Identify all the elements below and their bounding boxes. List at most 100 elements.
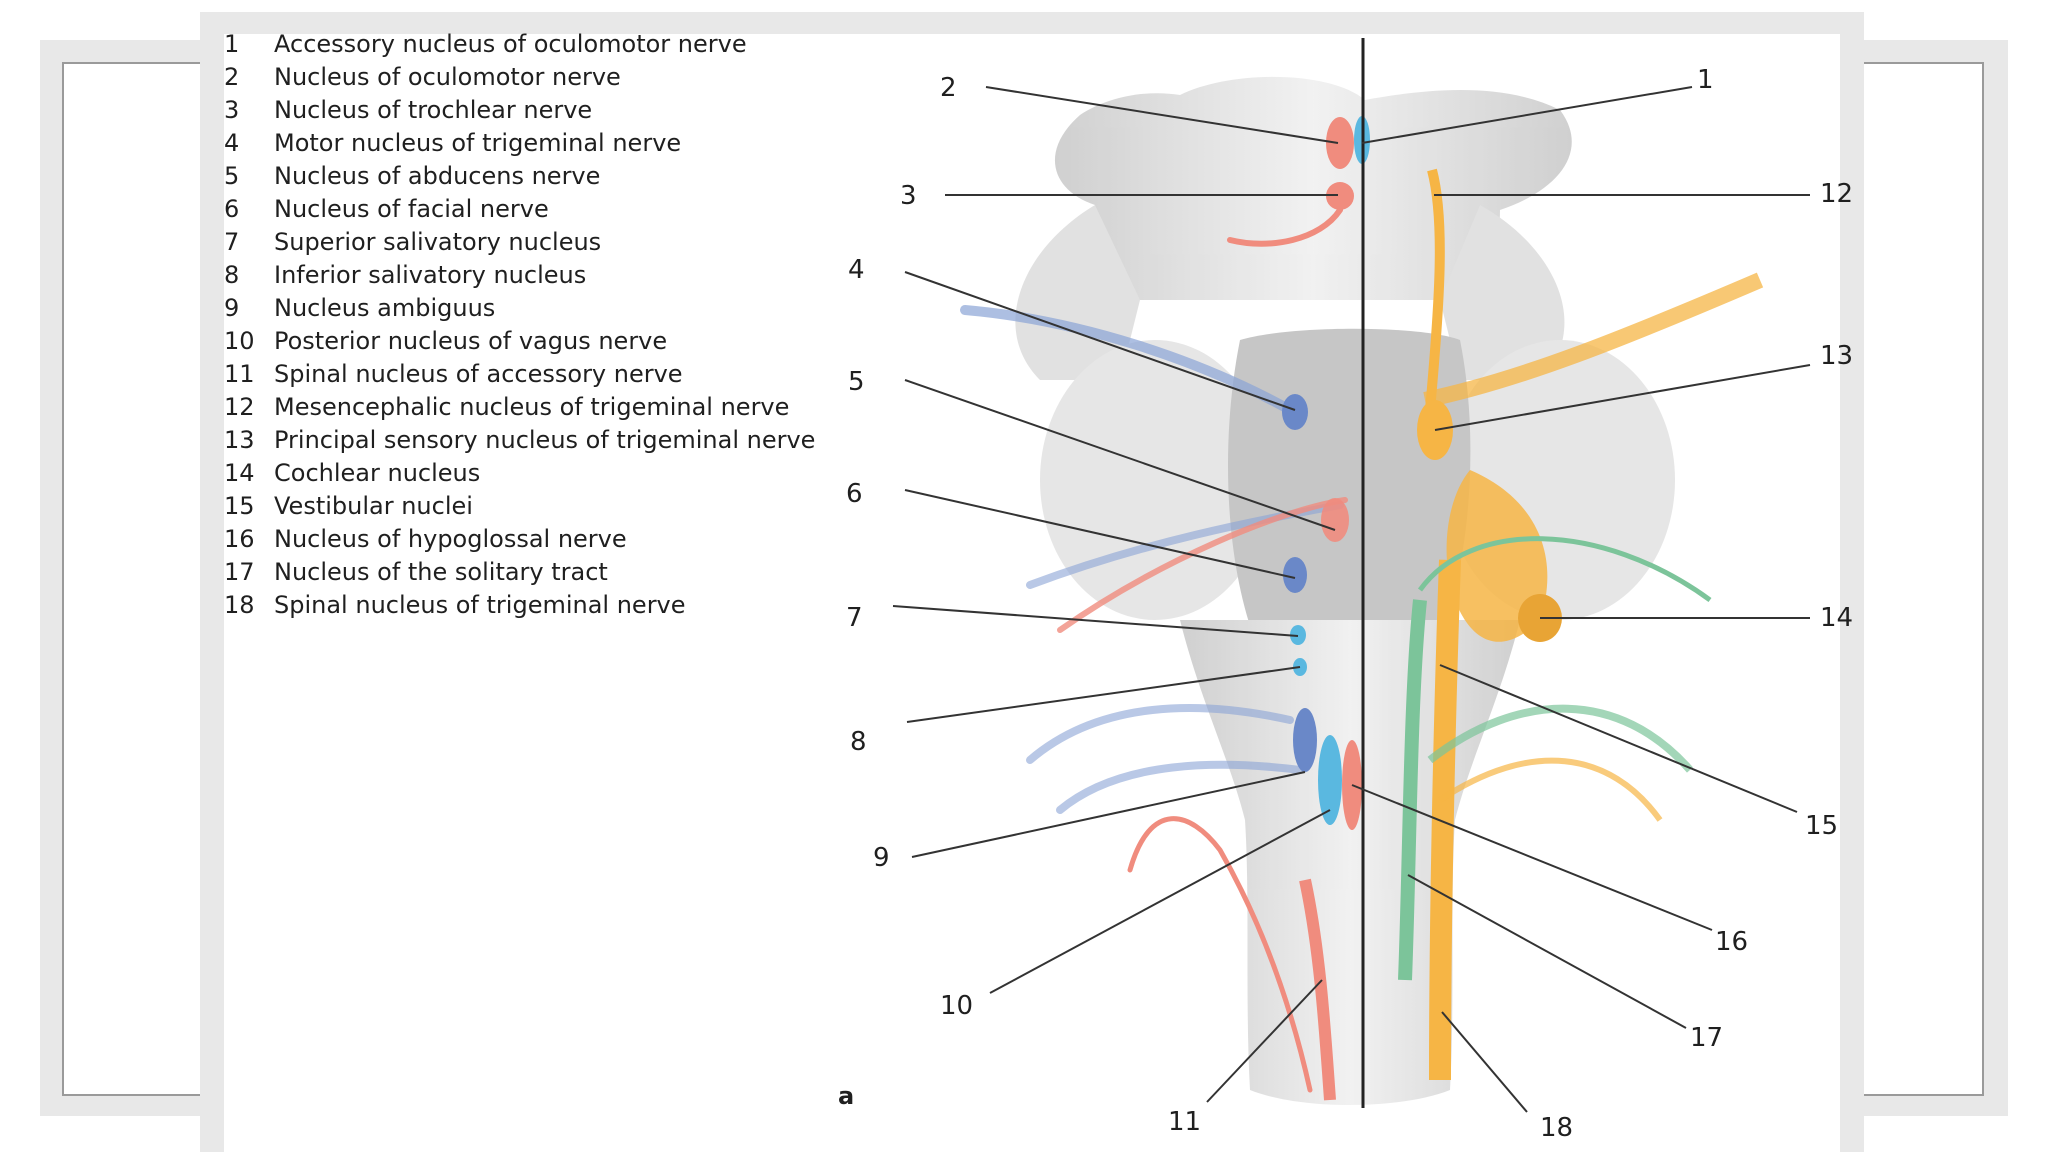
viewer-frame-right [1848,62,1984,1096]
oculomotor-nucleus [1326,117,1354,169]
page-edge-right [1840,12,1864,1152]
legend-number: 5 [224,162,240,190]
legend-item: 2 Nucleus of oculomotor nerve [224,61,815,94]
legend-item: 4 Motor nucleus of trigeminal nerve [224,127,815,160]
nucleus-ambiguus [1293,708,1317,772]
callout-14: 14 [1820,603,1853,633]
left-cerebellar-peduncle [1040,340,1270,620]
legend-item: 16 Nucleus of hypoglossal nerve [224,523,815,556]
legend-number: 17 [224,558,255,586]
legend-number: 11 [224,360,255,388]
legend-label: Motor nucleus of trigeminal nerve [274,129,682,157]
legend-label: Accessory nucleus of oculomotor nerve [274,30,747,58]
viewer-background-top [200,12,1848,34]
solitary-tract-nucleus [1398,599,1427,981]
right-nuclei [1398,168,1764,1081]
callout-18: 18 [1540,1113,1573,1143]
callout-9: 9 [873,843,890,873]
leader-18 [1441,1011,1528,1113]
legend-label: Nucleus of hypoglossal nerve [274,525,627,553]
leader-lines [892,86,1811,1113]
legend-label: Principal sensory nucleus of trigeminal … [274,426,816,454]
left-nerve-fibers [960,207,1348,1093]
leader-10 [989,809,1331,994]
legend-number: 10 [224,327,255,355]
brainstem-silhouette [1015,76,1675,1105]
legend-label: Nucleus of oculomotor nerve [274,63,621,91]
callout-numbers: 1 2 3 4 5 6 7 8 9 10 11 12 13 14 15 16 1… [846,65,1853,1143]
legend-number: 16 [224,525,255,553]
leader-2 [985,86,1339,144]
panel-label: a [838,1082,854,1110]
callout-5: 5 [848,367,865,397]
legend-number: 4 [224,129,240,157]
legend-number: 1 [224,30,240,58]
facial-nucleus [1283,557,1307,593]
vagus-sensory-fibers [1438,757,1663,822]
accessory-fibers [1127,816,1313,1093]
legend-label: Nucleus of facial nerve [274,195,549,223]
left-nuclei [1282,116,1370,1101]
callout-15: 15 [1805,811,1838,841]
callout-17: 17 [1690,1023,1723,1053]
leader-1 [1361,86,1693,144]
leader-7 [892,605,1299,637]
leader-6 [904,489,1296,579]
callout-1: 1 [1697,65,1714,95]
visceral-sensory-fibers [1417,536,1712,603]
trochlear-nucleus [1326,182,1354,210]
callout-4: 4 [848,255,865,285]
spinal-trigeminal-nucleus [1429,559,1461,1081]
leader-9 [911,771,1306,858]
spinal-accessory-nucleus [1299,878,1336,1101]
vestibular-nuclei [1446,470,1548,642]
callout-16: 16 [1715,927,1748,957]
facial-fibers [1057,497,1348,633]
legend-number: 6 [224,195,240,223]
callout-8: 8 [850,727,867,757]
glossopharyngeal-fibers [1026,704,1294,764]
leader-8 [906,666,1301,723]
legend-label: Superior salivatory nucleus [274,228,602,256]
callout-7: 7 [846,603,863,633]
legend-number: 15 [224,492,255,520]
legend-number: 2 [224,63,240,91]
trochlear-fibers [1227,207,1343,247]
callout-13: 13 [1820,341,1853,371]
legend-label: Inferior salivatory nucleus [274,261,587,289]
legend-label: Nucleus ambiguus [274,294,496,322]
legend-item: 9 Nucleus ambiguus [224,292,815,325]
legend-item: 10 Posterior nucleus of vagus nerve [224,325,815,358]
leader-16 [1351,784,1713,931]
leader-11 [1206,979,1323,1103]
leader-4 [904,271,1296,411]
leader-13 [1434,364,1811,431]
leader-17 [1407,874,1687,1029]
callout-10: 10 [940,991,973,1021]
callout-12: 12 [1820,179,1853,209]
mesencephalic-trigeminal-nucleus [1425,168,1445,411]
trigeminal-motor-root [960,305,1295,415]
callout-6: 6 [846,479,863,509]
legend-label: Mesencephalic nucleus of trigeminal nerv… [274,393,790,421]
legend-number: 14 [224,459,255,487]
callout-3: 3 [900,181,917,211]
legend-number: 9 [224,294,240,322]
viewer-frame-left [62,62,202,1096]
legend-label: Spinal nucleus of trigeminal nerve [274,591,686,619]
legend-item: 6 Nucleus of facial nerve [224,193,815,226]
trigeminal-sensory-root [1423,272,1764,408]
legend-label: Posterior nucleus of vagus nerve [274,327,668,355]
